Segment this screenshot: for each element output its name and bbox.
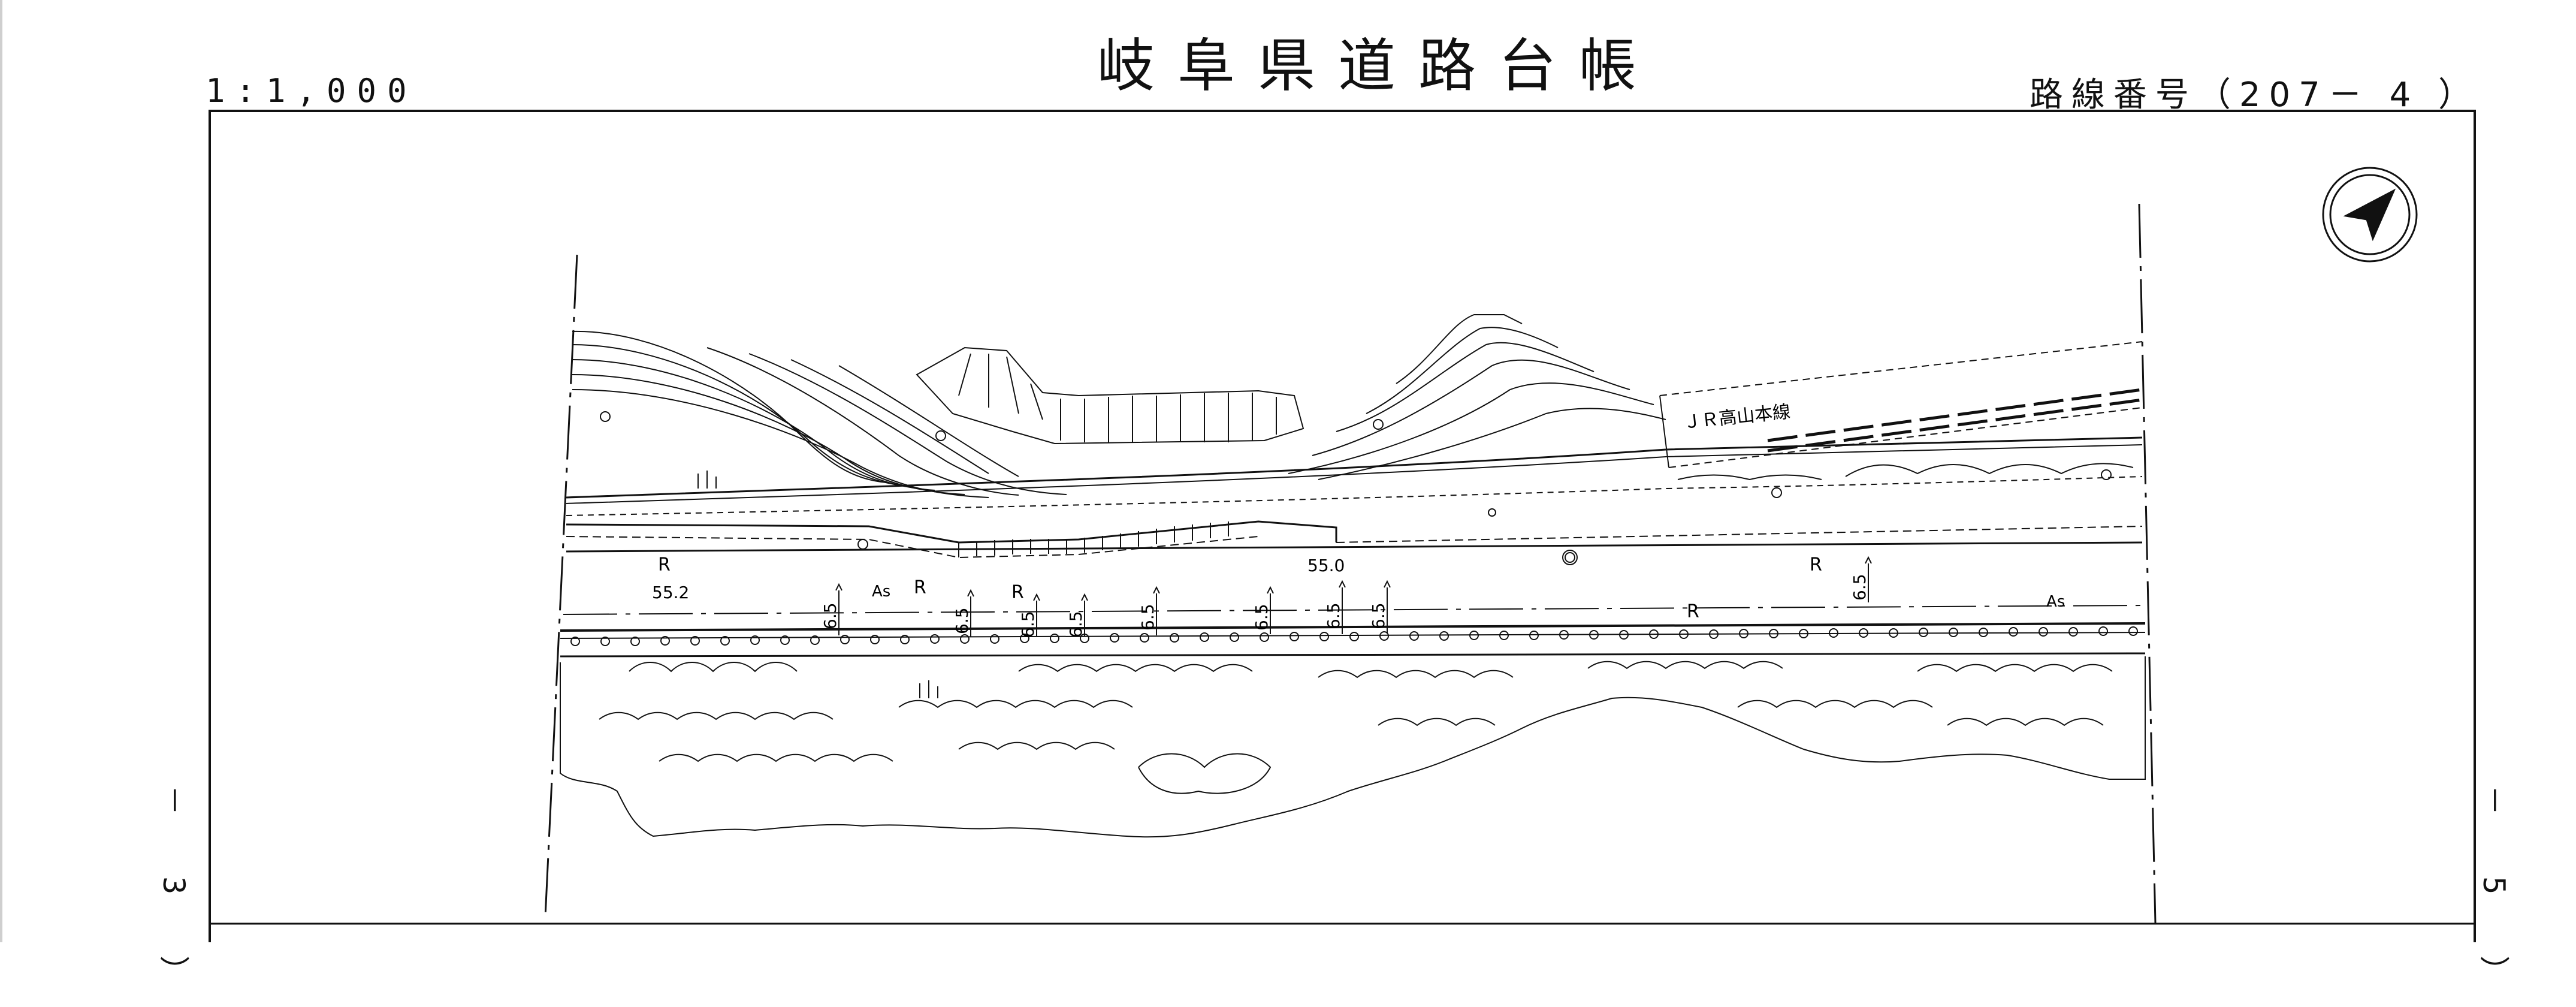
sheet-boundary-right [2138, 203, 2157, 924]
width-markers [835, 556, 1872, 637]
map-labels: ＪＲ高山本線 55.2 55.0 As As R R R R R 6.5 6.5… [652, 401, 2065, 638]
knoll [916, 346, 1304, 445]
width-label-4: 6.5 [1066, 611, 1086, 638]
railway-label: ＪＲ高山本線 [1682, 401, 1792, 433]
sheet-boundary-left [544, 254, 578, 918]
surface-label-2: As [2046, 593, 2065, 611]
map-scale: 1:1,000 [206, 72, 418, 110]
width-label-8: 6.5 [1369, 602, 1388, 629]
width-label-9: 6.5 [1850, 574, 1870, 601]
map-title: 岐阜県道路台帳 [1097, 32, 1659, 100]
width-label-2: 6.5 [952, 607, 972, 634]
surface-label-1: As [872, 583, 890, 601]
road [560, 436, 2146, 658]
map-symbols [697, 471, 1578, 698]
road-mark-1: R [658, 554, 671, 575]
road-mark-4: R [1687, 601, 1699, 622]
width-label-5: 6.5 [1138, 604, 1158, 631]
page-edge [0, 0, 2, 942]
width-label-7: 6.5 [1324, 602, 1343, 629]
railway [1659, 341, 2143, 468]
elevation-label-2: 55.0 [1307, 556, 1345, 575]
right-hill-contours [1288, 314, 1666, 480]
retaining-hatch [958, 521, 1229, 557]
width-label-6: 6.5 [1252, 604, 1272, 631]
road-mark-3: R [1011, 582, 1024, 603]
contour-lines [572, 330, 1067, 498]
vegetation [560, 463, 2146, 838]
map-frame [209, 110, 2476, 942]
route-number: 路線番号（207－ 4 ） [2029, 76, 2480, 114]
road-map: ＪＲ高山本線 55.2 55.0 As As R R R R R 6.5 6.5… [209, 110, 2476, 942]
width-label-3: 6.5 [1018, 611, 1038, 638]
guardrail-posts [570, 411, 2138, 646]
road-mark-5: R [1810, 554, 1822, 575]
elevation-label-1: 55.2 [652, 583, 689, 602]
road-mark-2: R [914, 577, 926, 598]
width-label-1: 6.5 [820, 602, 840, 629]
north-arrow-icon [2322, 167, 2418, 263]
